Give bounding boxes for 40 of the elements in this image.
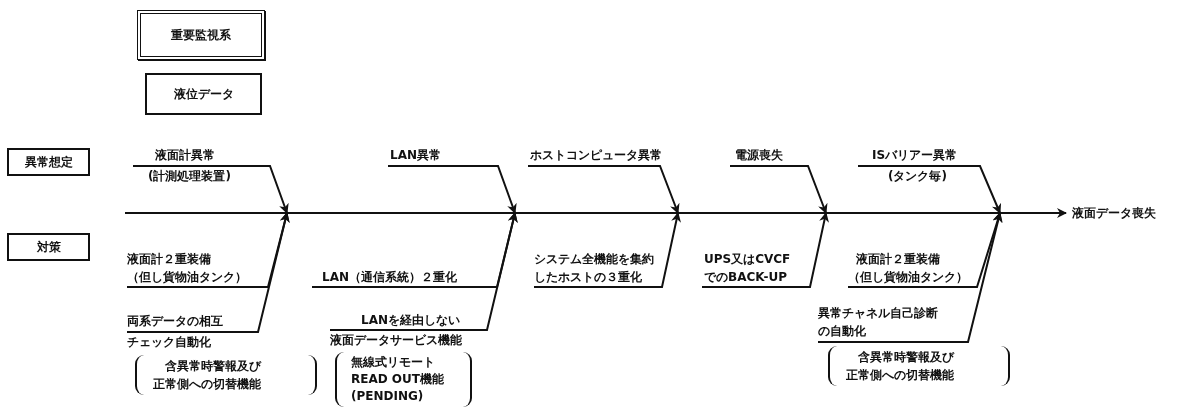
cause-label: 液面計２重装備 <box>855 251 941 268</box>
legend-box <box>137 10 265 60</box>
cause-label: システム全機能を集約したホストの３重化 <box>534 251 655 286</box>
cause-label: 液面計異常 <box>154 147 216 164</box>
branch-arrow <box>126 212 290 333</box>
cause-label: 両系データの相互チェック自動化 <box>127 313 224 351</box>
bracketed-note: 含異常時警報及び正常側への切替機能 <box>135 355 317 395</box>
cause-note: （但し貨物油タンク） <box>127 269 247 286</box>
branch-arrow <box>729 165 828 214</box>
branch-arrow <box>132 165 289 214</box>
cause-label: 異常チャネル自己診断の自動化 <box>818 305 939 340</box>
spine-arrow <box>124 208 1067 218</box>
legend-box <box>145 73 262 115</box>
cause-label: LANを経由しない液面データサービス機能 <box>330 312 463 349</box>
box-label: 対策 <box>36 238 61 256</box>
branch-arrow <box>701 212 829 288</box>
cause-note: (計測処理装置) <box>147 168 231 185</box>
box-label: 異常想定 <box>24 153 73 171</box>
cause-label: ISバリアー異常 <box>871 147 958 164</box>
cause-label: LAN（通信系統）２重化 <box>321 269 457 286</box>
branch-arrow <box>817 212 1003 343</box>
effect-label: 液面データ喪失 <box>1072 205 1156 222</box>
branch-arrow <box>533 212 681 288</box>
branch-arrow <box>527 165 680 214</box>
cause-label: 電源喪失 <box>734 147 783 164</box>
cause-note: (タンク毎) <box>887 168 948 185</box>
cause-label: UPS又はCVCFでのBACK-UP <box>703 251 792 286</box>
branch-arrow <box>329 212 518 331</box>
bracketed-note: 含異常時警報及び正常側への切替機能 <box>828 346 1010 386</box>
cause-label: 液面計２重装備 <box>127 251 212 268</box>
cause-label: ホストコンピュータ異常 <box>529 147 662 164</box>
row-header-box <box>7 148 90 176</box>
row-header-box <box>7 233 90 261</box>
cause-note: （但し貨物油タンク） <box>848 269 968 286</box>
cause-label: LAN異常 <box>389 147 441 164</box>
bracketed-note: 無線式リモートREAD OUT機能(PENDING) <box>335 352 472 407</box>
box-label: 重要監視系 <box>171 26 231 44</box>
branch-arrow <box>387 165 517 214</box>
box-label: 液位データ <box>173 85 234 103</box>
branch-arrow <box>857 165 1002 214</box>
